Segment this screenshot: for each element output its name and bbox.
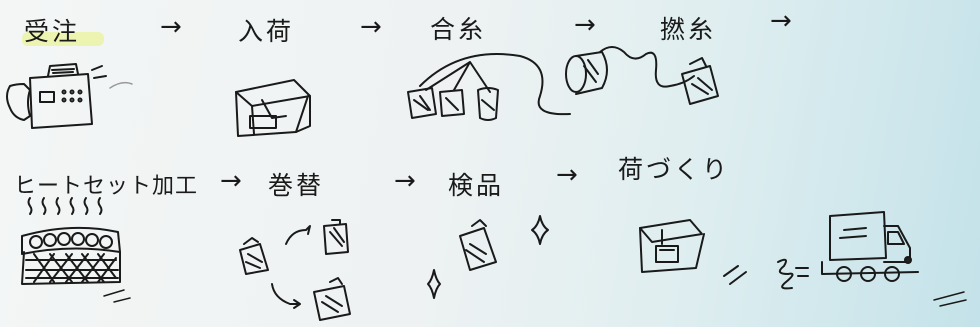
step-rewinding: 巻替: [268, 171, 325, 200]
rewind-bobbin-icon: [240, 220, 350, 320]
motion-lines: [724, 266, 746, 284]
twisting-spool-icon: [566, 47, 718, 104]
sparkle-icon: [428, 216, 548, 298]
fax-machine-icon: [7, 64, 132, 128]
step-order-received: 受注: [24, 17, 81, 46]
flow-arrow: →: [556, 160, 578, 190]
flow-arrow: →: [220, 166, 242, 196]
step-goods-arrival: 入荷: [238, 17, 295, 46]
packed-box-icon: [640, 220, 704, 272]
step-packing: 荷づくり: [618, 155, 731, 184]
flow-arrow: →: [160, 12, 182, 42]
corner-marks: [934, 292, 966, 306]
cardboard-box-icon: [236, 80, 310, 136]
flow-arrow: →: [394, 166, 416, 196]
heat-waves-icon: [29, 198, 102, 214]
yarn-bobbin-icon: [408, 54, 570, 120]
flow-arrow: →: [770, 6, 792, 36]
flow-arrow: →: [360, 12, 382, 42]
step-inspection: 検品: [448, 171, 505, 200]
step-yarn-twisting: 撚糸: [660, 15, 717, 44]
delivery-truck-icon: [778, 212, 918, 288]
highlighter-mark: [22, 32, 104, 46]
heat-basket-icon: [22, 228, 130, 302]
flow-arrow: →: [574, 10, 596, 40]
step-heat-set: ヒートセット加工: [14, 174, 199, 199]
inspection-bobbin-icon: [460, 220, 496, 270]
step-yarn-doubling: 合糸: [430, 15, 487, 44]
